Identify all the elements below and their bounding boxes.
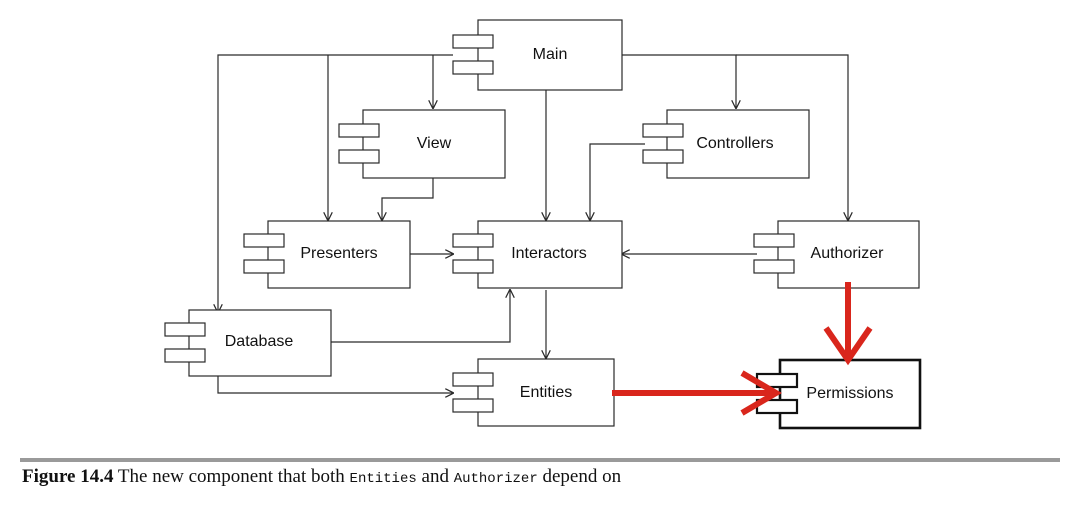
caption-divider bbox=[20, 458, 1060, 462]
caption-code-entities: Entities bbox=[349, 471, 417, 487]
figure-label: Figure 14.4 bbox=[22, 466, 114, 487]
component-permissions-label: Permissions bbox=[806, 385, 893, 402]
component-controllers: Controllers bbox=[642, 109, 810, 179]
highlight-arrow-entities-to-permissions bbox=[612, 370, 782, 416]
component-main-label: Main bbox=[533, 46, 568, 63]
component-presenters-label: Presenters bbox=[300, 245, 377, 262]
caption-text-before: The new component that both bbox=[117, 466, 345, 487]
component-controllers-label: Controllers bbox=[696, 135, 773, 152]
caption-text-middle: and bbox=[421, 466, 449, 487]
component-authorizer: Authorizer bbox=[753, 220, 920, 289]
component-database: Database bbox=[164, 309, 332, 377]
component-view: View bbox=[338, 109, 506, 179]
component-main: Main bbox=[452, 19, 623, 91]
component-presenters: Presenters bbox=[243, 220, 411, 289]
edge-main-to-database bbox=[218, 54, 453, 312]
edge-main-to-controllers bbox=[622, 54, 736, 108]
figure-caption: Figure 14.4 The new component that both … bbox=[22, 466, 621, 488]
component-entities: Entities bbox=[452, 358, 615, 427]
edge-database-to-entities bbox=[217, 376, 453, 393]
edge-controllers-to-interactors bbox=[590, 143, 645, 220]
component-diagram: Main View Controllers Presenters Interac… bbox=[164, 19, 922, 430]
component-view-label: View bbox=[417, 135, 452, 152]
component-database-label: Database bbox=[225, 333, 294, 350]
highlight-arrow-authorizer-to-permissions bbox=[823, 282, 873, 366]
edge-view-to-presenters bbox=[382, 178, 434, 220]
component-entities-label: Entities bbox=[520, 384, 572, 401]
edge-main-to-authorizer bbox=[736, 54, 848, 220]
edge-database-to-interactors bbox=[331, 290, 510, 343]
caption-text-after: depend on bbox=[542, 466, 622, 487]
dependency-edges bbox=[217, 54, 848, 393]
component-permissions: Permissions bbox=[755, 358, 922, 430]
component-interactors-label: Interactors bbox=[511, 245, 587, 262]
component-authorizer-label: Authorizer bbox=[811, 245, 885, 262]
component-interactors: Interactors bbox=[452, 220, 623, 289]
caption-code-authorizer: Authorizer bbox=[453, 471, 538, 487]
